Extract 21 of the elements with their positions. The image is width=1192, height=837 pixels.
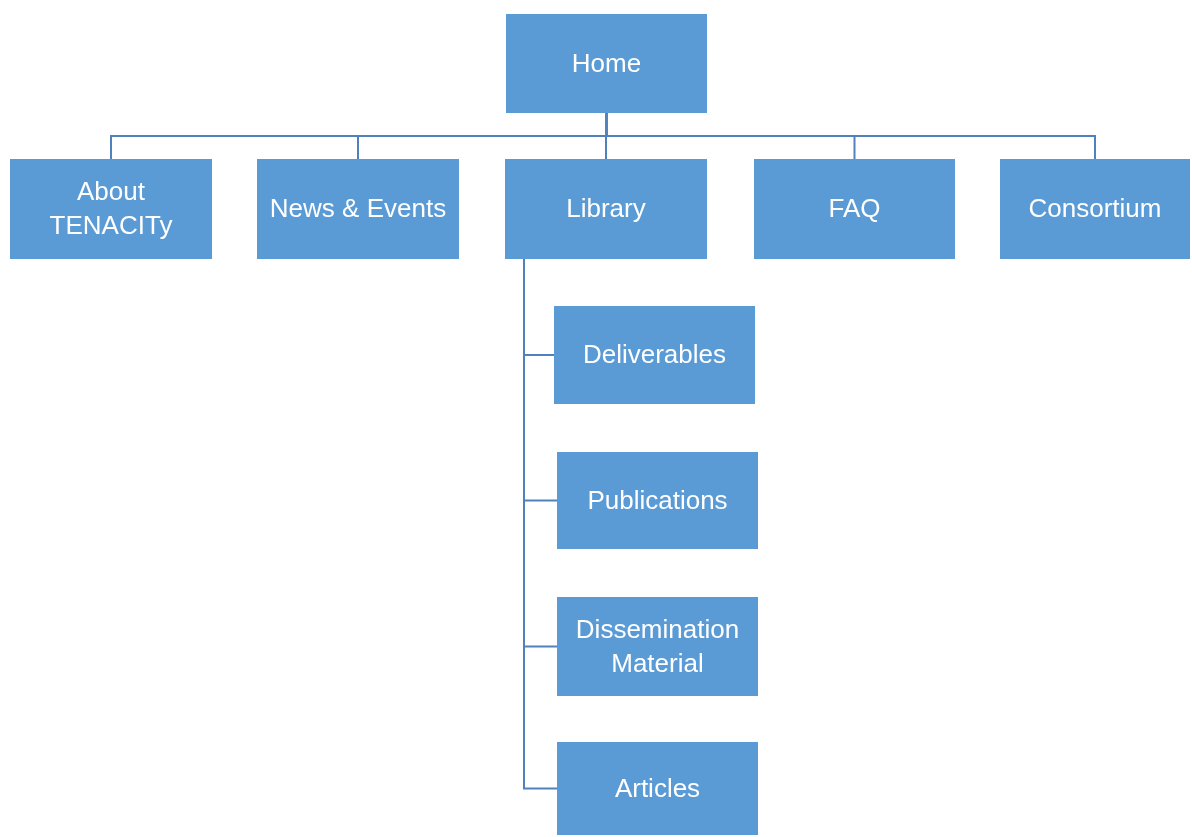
page-box	[557, 452, 758, 549]
page-title: Publications	[587, 483, 728, 517]
page-box	[10, 159, 212, 259]
page-box	[1000, 159, 1190, 259]
page-title: Deliverables	[582, 338, 727, 372]
page-box	[257, 159, 459, 259]
page-title: About TENACITy	[48, 175, 174, 242]
page-title: Articles	[614, 771, 701, 805]
page-box	[505, 159, 707, 259]
page-box	[557, 597, 758, 696]
connector-line	[605, 112, 1096, 160]
page-title: News & Events	[269, 192, 447, 226]
page-title: Library	[566, 192, 646, 226]
page-title: FAQ	[828, 192, 881, 226]
page-box	[506, 14, 707, 113]
page-box	[754, 159, 955, 259]
page-title: Consortium	[1028, 192, 1162, 226]
page-title: Dissemination Material	[574, 612, 741, 680]
page-title: Home	[571, 46, 642, 80]
page-box	[557, 742, 758, 835]
page-box	[554, 306, 755, 404]
